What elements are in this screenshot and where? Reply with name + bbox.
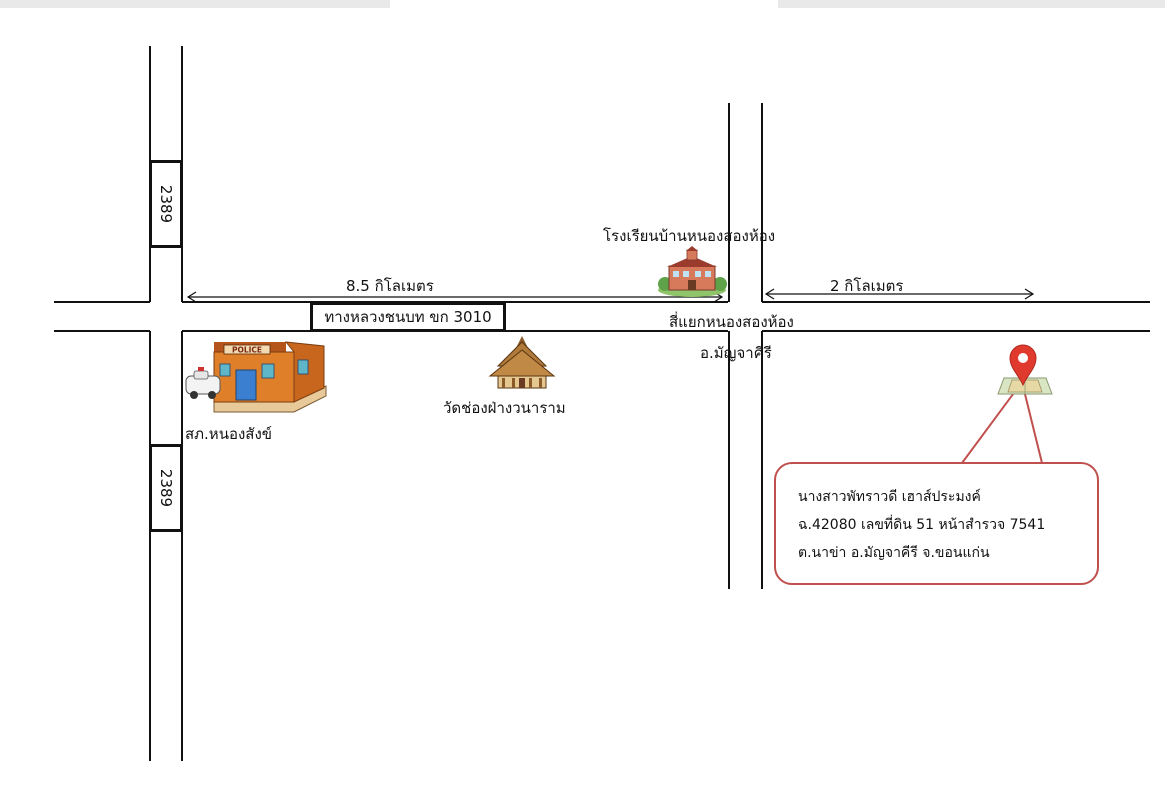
callout-line-2: ฉ.42080 เลขที่ดิน 51 หน้าสำรวจ 7541 xyxy=(798,517,1046,533)
main-road-top-edge xyxy=(762,301,1150,303)
intersection-label: สี่แยกหนองสองห้อง xyxy=(669,313,794,331)
side-road-right-edge xyxy=(761,331,763,589)
main-road-top-edge xyxy=(54,301,150,303)
main-road-label: ทางหลวงชนบท ขก 3010 xyxy=(310,302,506,332)
map-parcel-icon xyxy=(997,377,1053,395)
road-2389-top-label: 2389 xyxy=(149,160,183,248)
main-road-bottom-edge xyxy=(54,330,150,332)
callout-line-1: นางสาวพัทราวดี เฮาส์ประมงค์ xyxy=(798,489,981,505)
callout-line-3: ต.นาข่า อ.มัญจาคีรี จ.ขอนแก่น xyxy=(798,545,990,561)
top-bar-right xyxy=(778,0,1165,8)
main-road-bottom-edge xyxy=(762,330,1150,332)
road-2389-bottom-label: 2389 xyxy=(149,444,183,532)
side-road-left-edge xyxy=(728,103,730,302)
police-label: สภ.หนองสังข์ xyxy=(185,425,273,443)
road-2389-right-edge xyxy=(181,331,183,761)
police-station-icon: POLICE xyxy=(185,341,327,413)
top-bar-left xyxy=(0,0,390,8)
school-icon xyxy=(658,246,727,297)
location-pin-icon xyxy=(1009,344,1037,387)
owner-callout: นางสาวพัทราวดี เฮาส์ประมงค์ ฉ.42080 เลขท… xyxy=(774,462,1099,585)
temple-icon xyxy=(488,336,556,389)
temple-label: วัดช่องฝ่างวนาราม xyxy=(443,399,566,417)
side-road-right-edge xyxy=(761,103,763,302)
distance-left-label: 8.5 กิโลเมตร xyxy=(346,277,434,295)
police-sign-text: POLICE xyxy=(232,346,262,355)
distance-right-label: 2 กิโลเมตร xyxy=(830,277,904,295)
district-label: อ.มัญจาคีรี xyxy=(700,344,772,362)
side-road-left-edge xyxy=(728,331,730,589)
road-2389-left-edge xyxy=(149,331,151,761)
school-label: โรงเรียนบ้านหนองสองห้อง xyxy=(603,227,776,245)
